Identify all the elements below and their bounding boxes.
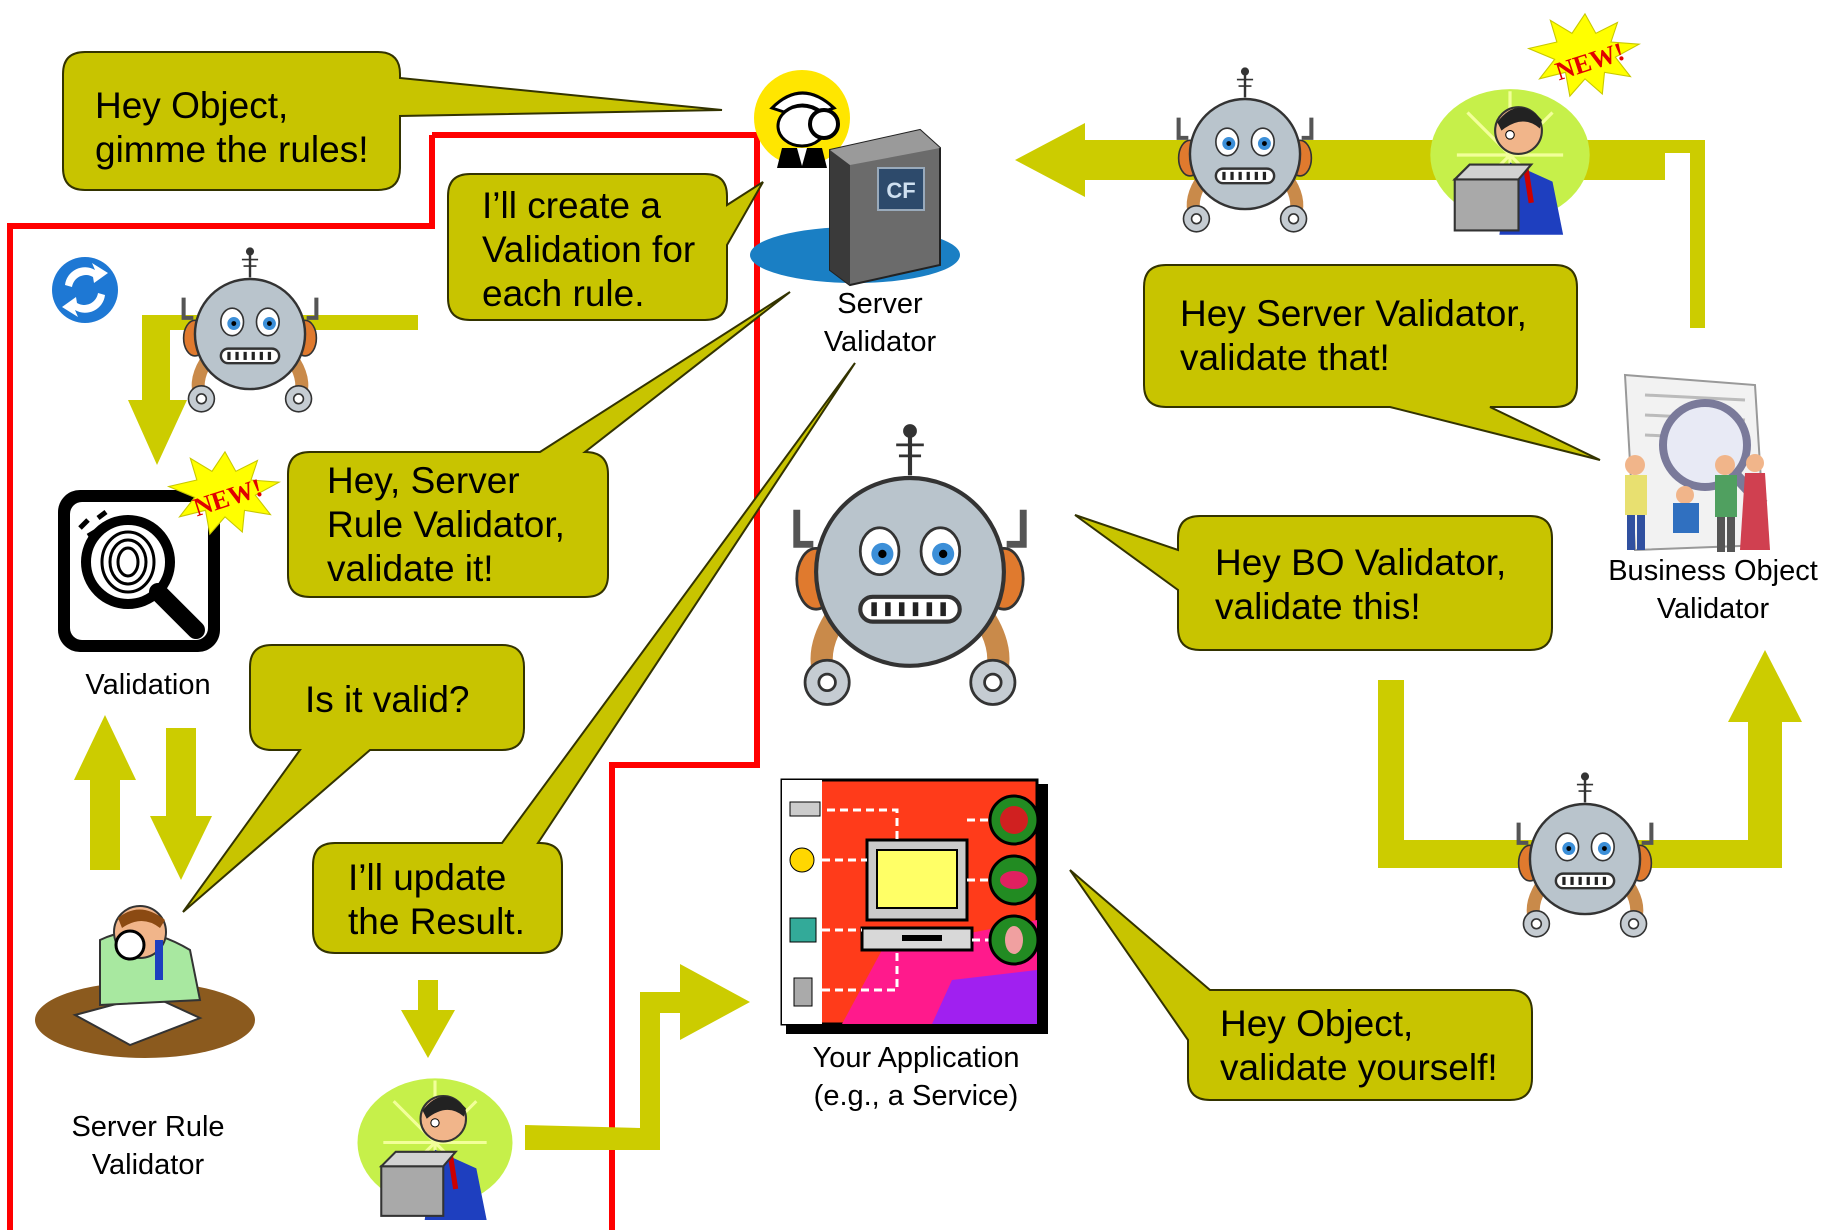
text-bo-validate-line: validate this!	[1215, 586, 1421, 627]
text-server-validator-validate-line: Hey Server Validator,	[1180, 293, 1527, 334]
text-create-validation-line: Validation for	[482, 229, 695, 270]
business-team-icon	[1623, 373, 1770, 552]
text-server-rule-validate-line: Rule Validator,	[327, 504, 565, 545]
caption-your-application: Your Application (e.g., a Service)	[813, 1042, 1020, 1112]
arrow-to-application	[525, 964, 750, 1150]
rule-validation-boundary	[7, 132, 760, 1230]
bubble-validate-yourself	[1069, 869, 1533, 1101]
text-is-valid-line: Is it valid?	[305, 679, 470, 720]
caption-server-rule-validator-line: Validator	[92, 1149, 205, 1181]
text-update-result-line: I’ll update	[348, 857, 506, 898]
arrow-to-validation	[125, 302, 418, 465]
computer-multimedia-icon	[780, 778, 1048, 1034]
text-server-validator-validate-line: validate that!	[1180, 337, 1390, 378]
caption-validation-line: Validation	[85, 669, 210, 701]
caption-your-application-line: Your Application	[813, 1042, 1020, 1074]
caption-your-application-line: (e.g., a Service)	[814, 1080, 1019, 1112]
caption-server-rule-validator-line: Server Rule	[71, 1111, 224, 1143]
text-gimme-rules: Hey Object,gimme the rules!	[95, 85, 369, 170]
server-icon: CF	[750, 128, 960, 287]
text-create-validation-line: I’ll create a	[482, 185, 661, 226]
robot-icon	[1179, 67, 1312, 231]
text-update-result-line: the Result.	[348, 901, 525, 942]
text-create-validation-line: each rule.	[482, 273, 645, 314]
text-gimme-rules-line: Hey Object,	[95, 85, 288, 126]
new-starburst-icon: NEW!	[1528, 13, 1640, 97]
bubble-update-result	[312, 362, 856, 954]
arrow-up	[74, 715, 136, 870]
text-gimme-rules-line: gimme the rules!	[95, 129, 369, 170]
text-server-rule-validate-line: validate it!	[327, 548, 494, 589]
cf-logo	[877, 167, 925, 211]
caption-business-object-validator-line: Business Object	[1608, 555, 1818, 587]
arrow-bo-loop	[1378, 650, 1802, 868]
fingerprint-magnifier-icon	[58, 490, 220, 652]
bubble-is-valid	[182, 644, 525, 913]
person-with-box-icon	[1430, 89, 1589, 235]
svg-text:CF: CF	[886, 178, 915, 203]
bubble-bo-validate	[1074, 514, 1553, 651]
caption-server-validator-line: Server	[837, 288, 923, 320]
text-server-rule-validate-line: Hey, Server	[327, 460, 520, 501]
detective-icon	[754, 70, 850, 168]
bubble-server-rule-validate	[287, 291, 791, 598]
speech-bubbles	[62, 51, 1601, 1101]
recycle-icon	[52, 257, 118, 323]
text-bo-validate-line: Hey BO Validator,	[1215, 542, 1506, 583]
text-validate-yourself-line: Hey Object,	[1220, 1003, 1413, 1044]
caption-validation: Validation	[85, 669, 210, 701]
person-reading-icon	[35, 905, 255, 1058]
bubble-texts: Hey Object,gimme the rules! I’ll create …	[95, 85, 1527, 1088]
arrow-down	[150, 728, 212, 880]
arrow-to-result	[401, 980, 455, 1058]
bubble-server-validator-validate	[1143, 264, 1601, 461]
text-bo-validate: Hey BO Validator,validate this!	[1215, 542, 1506, 627]
person-with-box-icon	[358, 1078, 513, 1220]
text-server-validator-validate: Hey Server Validator,validate that!	[1180, 293, 1527, 378]
caption-business-object-validator-line: Validator	[1657, 593, 1770, 625]
caption-server-validator-line: Validator	[824, 326, 937, 358]
robot-icon	[797, 424, 1023, 704]
bubble-gimme-rules	[62, 51, 723, 191]
text-validate-yourself-line: validate yourself!	[1220, 1047, 1498, 1088]
robot-icon	[184, 247, 317, 411]
bubble-create-validation	[447, 173, 764, 321]
text-validate-yourself: Hey Object,validate yourself!	[1220, 1003, 1498, 1088]
robot-icon	[1519, 772, 1652, 936]
text-is-valid: Is it valid?	[305, 679, 470, 720]
